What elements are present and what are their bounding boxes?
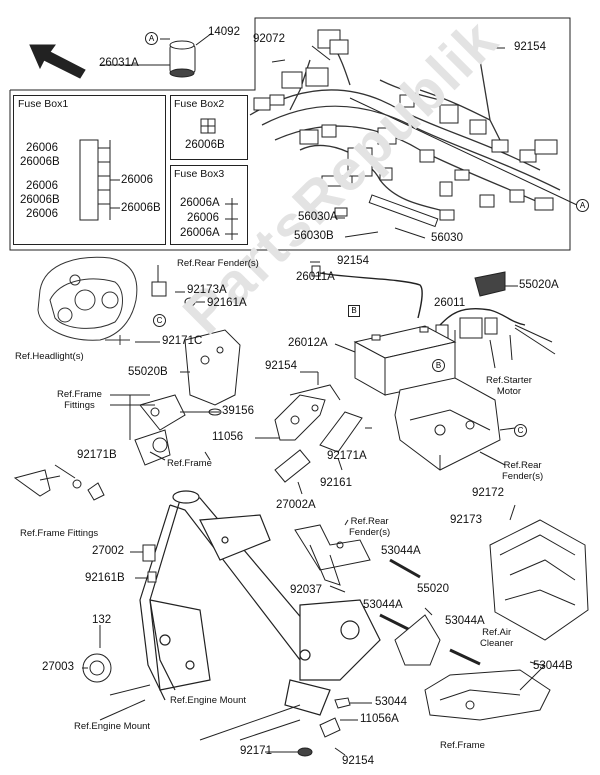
part-label: 92072: [253, 33, 285, 45]
ref-note: Ref.Frame: [440, 740, 485, 751]
tag-b: B: [348, 305, 360, 317]
headlight-assembly: [37, 256, 138, 345]
direction-arrow-icon: [29, 44, 86, 79]
fuse-box2-title: Fuse Box2: [174, 98, 225, 110]
callout-b: B: [432, 359, 445, 372]
part-label: 14092: [208, 26, 240, 38]
fuse-box1-title: Fuse Box1: [18, 98, 69, 110]
ref-note: Ref.Frame Fittings: [57, 389, 102, 411]
fuse-box1-symbol: [79, 139, 120, 221]
bracket-11056: [274, 384, 341, 441]
part-label: 92037: [290, 584, 322, 596]
battery-tray: [394, 377, 501, 471]
fuse-box1-frame: [13, 95, 166, 245]
part-label: 11056: [212, 431, 244, 443]
part-label: 92154: [514, 41, 546, 53]
bracket-92171B: [13, 469, 105, 501]
part-label: 132: [92, 614, 112, 626]
ref-note: Ref.Engine Mount: [74, 721, 151, 732]
part-label: 92171A: [327, 450, 367, 462]
main-frame: [139, 490, 381, 716]
part-label: 92171C: [162, 335, 203, 347]
part-label: 53044A: [445, 615, 485, 627]
cable-26011A: [314, 271, 423, 319]
part-label: 56030: [431, 232, 463, 244]
part-label: 53044B: [533, 660, 573, 672]
part-label: 26031A: [99, 57, 139, 69]
shield-55020B: [184, 329, 241, 406]
cap-14092: [169, 40, 196, 78]
fuse-box1-part: 26006B: [121, 202, 161, 214]
part-label: 92171B: [77, 449, 117, 461]
part-label: 92161: [320, 477, 352, 489]
part-label: 26011: [434, 297, 466, 309]
part-label: 56030B: [294, 230, 334, 242]
relay-92161: [319, 411, 363, 453]
fuse-box1-part: 26006: [26, 208, 58, 220]
part-label: 27003: [42, 661, 74, 673]
strip-53044A-2: [379, 613, 411, 632]
part-label: 27002: [92, 545, 124, 557]
strip-53044A-1: [389, 558, 421, 579]
fuse-box1-part: 26006B: [20, 156, 60, 168]
fuse-box3-part: 26006A: [180, 197, 220, 209]
ref-note: Ref.Air Cleaner: [480, 627, 514, 649]
connector-blocks: [253, 29, 558, 228]
part-label: 53044: [375, 696, 407, 708]
air-cleaner: [489, 504, 589, 641]
part-label: 55020: [417, 583, 449, 595]
callout-a: A: [145, 32, 158, 45]
relay-27002A: [274, 449, 311, 483]
part-label: 26011A: [296, 271, 335, 283]
frame-fitting-bracket: [134, 394, 186, 466]
sensor-27002: [142, 544, 156, 562]
fuse-box1-part: 26006: [26, 142, 58, 154]
ref-note: Ref.Starter Motor: [486, 375, 532, 397]
part-label: 92154: [342, 755, 374, 767]
ref-note: Ref.Engine Mount: [170, 695, 247, 706]
fuse-box1-part: 26006B: [20, 194, 60, 206]
callout-c: C: [514, 424, 527, 437]
part-label: 55020B: [128, 366, 168, 378]
ref-note: Ref.Frame: [167, 458, 212, 469]
fuse-box3-frame: [170, 165, 248, 245]
ref-note: Ref.Rear Fender(s): [177, 258, 259, 269]
ref-note: Ref.Frame Fittings: [20, 528, 99, 539]
part-label: 92172: [472, 487, 504, 499]
ref-note: Ref.Headlight(s): [15, 351, 84, 362]
part-label: 92161B: [85, 572, 125, 584]
fuse-box3-title: Fuse Box3: [174, 168, 225, 180]
fuse-box3-part: 26006A: [180, 227, 220, 239]
part-label: 39156: [222, 405, 254, 417]
rear-frame: [424, 664, 551, 721]
strip-53044A-3: [449, 648, 481, 666]
ref-note: Ref.Rear Fender(s): [502, 460, 544, 482]
callout-a: A: [576, 199, 589, 212]
fuse-box2-frame: [170, 95, 248, 160]
rear-fender-bracket: [294, 524, 371, 586]
part-label: 27002A: [276, 499, 316, 511]
part-label: 56030A: [298, 211, 338, 223]
part-label: 92161A: [207, 297, 247, 309]
cover-55020: [394, 614, 441, 666]
ref-note: Ref.Rear Fender(s): [349, 516, 391, 538]
fuse-box1-part: 26006: [121, 174, 153, 186]
part-label: 92171: [240, 745, 272, 757]
part-label: 11056A: [360, 713, 399, 725]
part-label: 55020A: [519, 279, 559, 291]
part-label: 92173: [450, 514, 482, 526]
part-label: 26012A: [288, 337, 328, 349]
part-label: 92173A: [187, 284, 227, 296]
fuse-box2-part: 26006B: [185, 139, 225, 151]
part-label: 92154: [265, 360, 297, 372]
callout-c: C: [153, 314, 166, 327]
part-label: 53044A: [381, 545, 421, 557]
part-label: 92154: [337, 255, 369, 267]
fuse-box1-part: 26006: [26, 180, 58, 192]
part-label: 53044A: [363, 599, 403, 611]
fuse-box3-part: 26006: [187, 212, 219, 224]
